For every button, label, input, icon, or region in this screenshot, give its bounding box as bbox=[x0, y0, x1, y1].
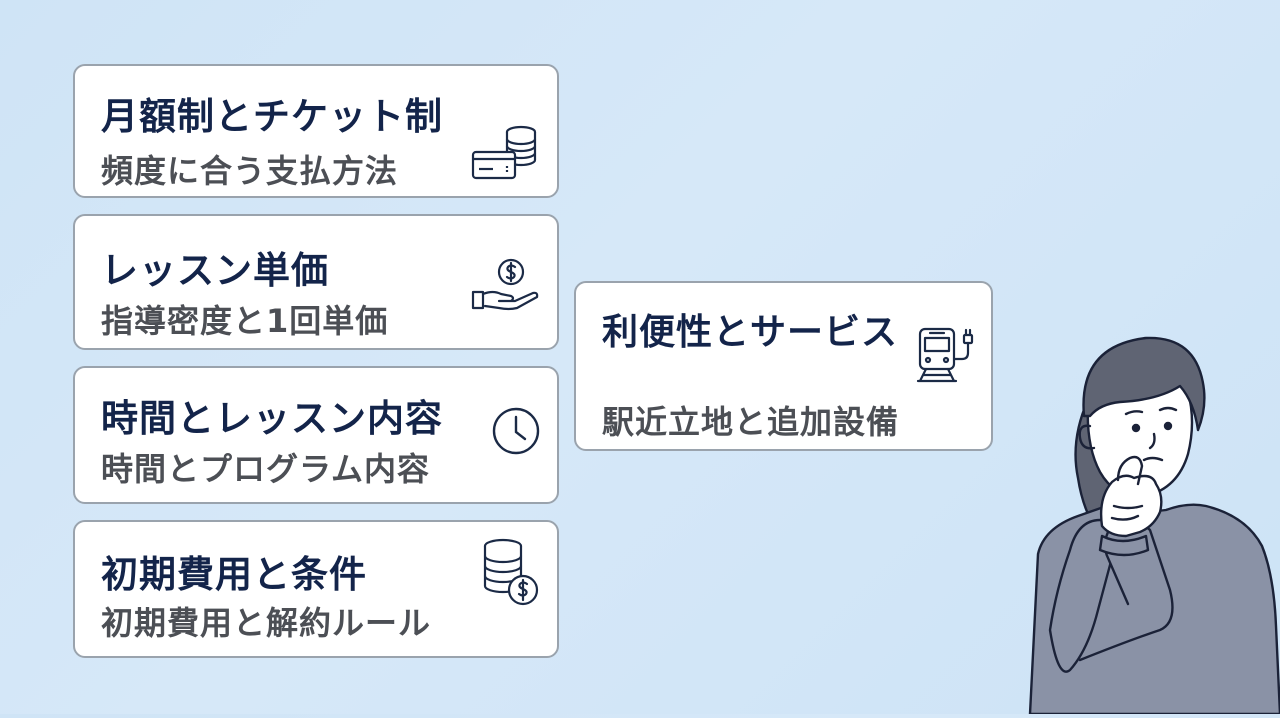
card-and-coins-icon bbox=[469, 124, 541, 184]
card-initial-cost: 初期費用と条件 初期費用と解約ルール bbox=[73, 520, 559, 658]
thinking-woman-illustration bbox=[1010, 330, 1280, 718]
card-lesson-unit-price: レッスン単価 指導密度と1回単価 bbox=[73, 214, 559, 350]
clock-icon bbox=[489, 404, 543, 458]
card-title: 月額制とチケット制 bbox=[101, 95, 443, 138]
hand-coin-icon bbox=[469, 256, 541, 312]
card-time-content: 時間とレッスン内容 時間とプログラム内容 bbox=[73, 366, 559, 504]
card-convenience-service: 利便性とサービス 駅近立地と追加設備 bbox=[574, 281, 993, 451]
card-subtitle: 初期費用と解約ルール bbox=[101, 604, 432, 642]
train-plug-icon bbox=[914, 325, 980, 387]
card-subtitle: 指導密度と1回単価 bbox=[101, 302, 389, 340]
card-subtitle: 頻度に合う支払方法 bbox=[101, 152, 399, 190]
card-title: 初期費用と条件 bbox=[101, 553, 367, 596]
card-subtitle: 駅近立地と追加設備 bbox=[602, 403, 900, 441]
card-title: 時間とレッスン内容 bbox=[101, 397, 443, 440]
card-monthly-ticket: 月額制とチケット制 頻度に合う支払方法 bbox=[73, 64, 559, 198]
coin-stack-dollar-icon bbox=[479, 538, 543, 610]
card-title: レッスン単価 bbox=[101, 249, 329, 292]
card-title: 利便性とサービス bbox=[602, 312, 899, 353]
card-subtitle: 時間とプログラム内容 bbox=[101, 450, 431, 488]
